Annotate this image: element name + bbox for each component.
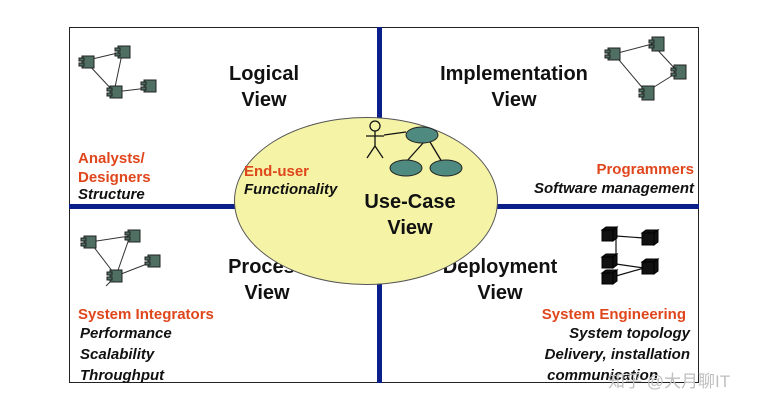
implementation-concern: Software management (533, 180, 694, 197)
deployment-stakeholder: System Engineering (541, 306, 686, 323)
use-case-title-line2: View (387, 217, 433, 239)
logical-stakeholder: Analysts/ Designers (78, 149, 151, 187)
implementation-stakeholder: Programmers (596, 161, 694, 178)
use-case-view-title: Use-Case View (358, 189, 462, 241)
center-stakeholder: End-user (244, 163, 310, 180)
use-case-ellipse (234, 117, 498, 285)
process-stakeholder: System Integrators (78, 306, 214, 323)
deployment-concern-topology: System topology (569, 325, 690, 342)
logical-concern: Structure (78, 186, 145, 203)
process-concern-scalability: Scalability (80, 346, 155, 363)
logical-stakeholder-line2: Designers (78, 169, 151, 186)
use-case-title-line1: Use-Case (364, 191, 456, 213)
center-concern: Functionality (244, 181, 338, 198)
process-component-icon (80, 229, 161, 287)
deployment-title-line2: View (477, 282, 523, 304)
implementation-title-line1: Implementation (440, 63, 588, 85)
watermark: 知乎 @大月聊IT (608, 372, 731, 391)
use-case-actor-icon (366, 120, 463, 177)
deployment-concern-delivery: Delivery, installation (544, 346, 690, 363)
deployment-view-title: Deployment View (430, 254, 570, 306)
logical-stakeholder-line1: Analysts/ (78, 150, 145, 167)
logical-title-line1: Logical (228, 63, 299, 85)
logical-view-title: Logical View (214, 61, 314, 113)
logical-title-line2: View (241, 89, 287, 111)
implementation-view-title: Implementation View (424, 61, 604, 113)
deployment-title-line1: Deployment (442, 256, 558, 278)
implementation-title-line2: View (491, 89, 537, 111)
deployment-concern-communication: communication (547, 367, 658, 384)
component-diagram-icon (78, 45, 157, 99)
implementation-component-icon (604, 36, 687, 101)
deployment-nodes-icon (600, 226, 660, 285)
process-concern-performance: Performance (80, 325, 172, 342)
process-concern-throughput: Throughput (80, 367, 165, 384)
process-title-line2: View (244, 282, 290, 304)
